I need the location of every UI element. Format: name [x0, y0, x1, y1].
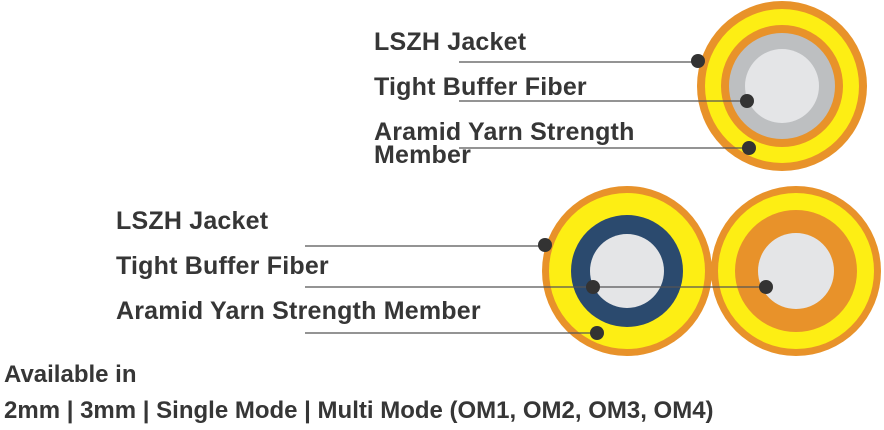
leader-lines	[305, 61, 766, 334]
leader-dot	[586, 280, 600, 294]
leader-dot	[691, 54, 705, 68]
leader-dots	[538, 54, 773, 340]
leader-dot	[742, 141, 756, 155]
duplex-cable-right	[711, 186, 881, 356]
availability-options: 2mm | 3mm | Single Mode | Multi Mode (OM…	[4, 397, 714, 424]
leader-dot	[759, 280, 773, 294]
bottom-label-aramid: Aramid Yarn Strength Member	[116, 297, 481, 325]
leader-dot	[740, 94, 754, 108]
duplex-cable-left	[542, 186, 712, 356]
availability-heading: Available in	[4, 361, 137, 388]
leader-dot	[590, 326, 604, 340]
top-label-buffer: Tight Buffer Fiber	[374, 73, 587, 101]
top-label-aramid-cont: Member	[374, 141, 472, 169]
bottom-label-buffer: Tight Buffer Fiber	[116, 252, 329, 280]
simplex-cable-top	[697, 1, 867, 171]
leader-dot	[538, 238, 552, 252]
top-label-aramid: Aramid Yarn Strength	[374, 118, 635, 146]
bottom-label-jacket: LSZH Jacket	[116, 207, 269, 235]
top-label-jacket: LSZH Jacket	[374, 28, 527, 56]
